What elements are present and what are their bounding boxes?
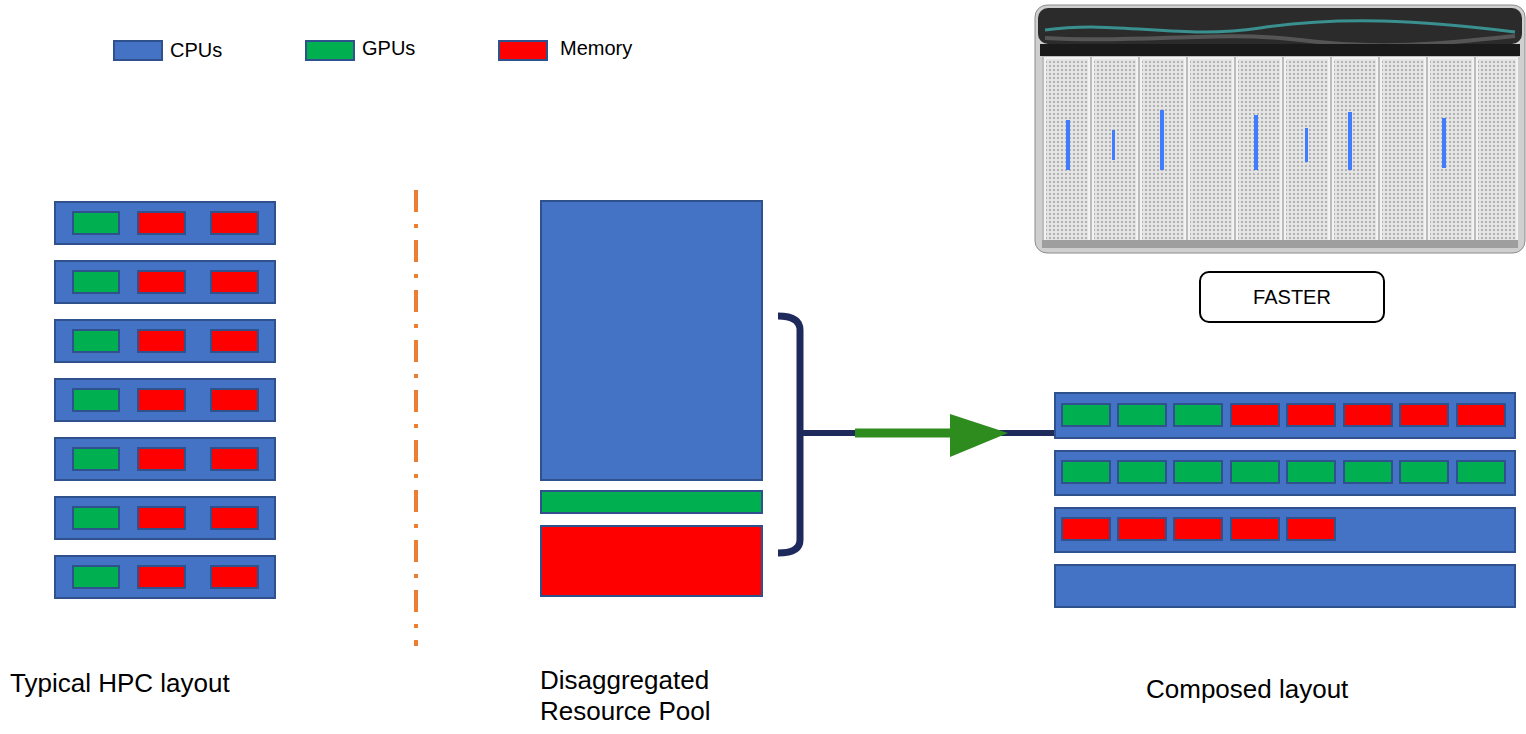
divider-line [414,190,418,646]
composed-nodes [1055,393,1515,607]
arrow-shaft [855,429,960,438]
legend-label: Memory [560,36,632,60]
legend-swatch [498,40,548,61]
legend-label: CPUs [170,38,222,62]
caption-label: Disaggregated Resource Pool [540,665,780,727]
resource-pool [541,201,762,596]
bracket [778,316,800,553]
arrow-head [950,414,1008,457]
caption-label: Composed layout [1146,674,1476,705]
label-box: FASTER [1199,271,1385,323]
legend-label: GPUs [362,36,415,60]
legend-swatch [305,40,355,61]
legend-swatch [113,40,163,61]
box-text: FASTER [1253,285,1331,309]
bracket-stem [800,430,1056,436]
rack-photo [1035,5,1525,253]
hpc-nodes [55,202,275,598]
caption-label: Typical HPC layout [10,668,330,699]
